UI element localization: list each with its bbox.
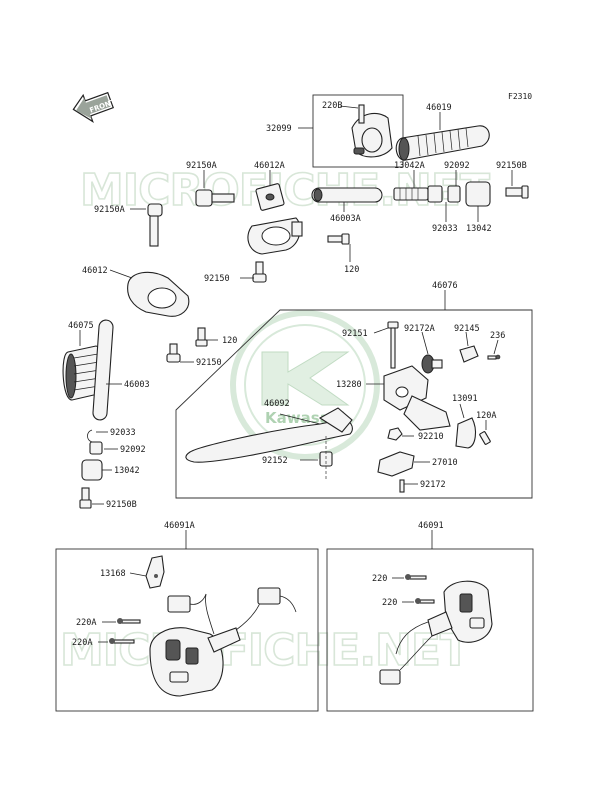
label-220-a: 220 <box>372 574 387 584</box>
bolt-92150A-top <box>195 189 235 207</box>
label-220A-b: 220A <box>72 638 92 648</box>
lever-46092 <box>185 407 353 463</box>
label-92092-left: 92092 <box>120 445 146 455</box>
throttle-pulley-part <box>351 104 393 158</box>
washer-92092-top <box>447 185 461 203</box>
label-120-a: 120 <box>344 265 359 275</box>
label-92150B-left: 92150B <box>106 500 137 510</box>
label-92210: 92210 <box>418 432 444 442</box>
bolt-120-a <box>327 233 350 245</box>
spring-92145 <box>459 345 479 363</box>
bolt-92150A-left <box>147 203 163 247</box>
label-92172: 92172 <box>420 480 446 490</box>
bolt-92150-b <box>166 343 181 363</box>
bolt-92151 <box>387 321 399 369</box>
bracket-13280 <box>383 365 451 431</box>
clutch-lever-group-box <box>175 309 533 499</box>
label-92033-top: 92033 <box>432 224 458 234</box>
bar-46003A <box>311 187 383 203</box>
label-13091: 13091 <box>452 394 478 404</box>
label-46076: 46076 <box>432 281 458 291</box>
screw-220-b <box>415 598 435 604</box>
bolt-92150B-top <box>505 185 529 199</box>
label-92172A: 92172A <box>404 324 435 334</box>
nut-92210 <box>387 427 403 441</box>
label-46012A: 46012A <box>254 161 285 171</box>
label-120A: 120A <box>476 411 496 421</box>
label-32099: 32099 <box>266 124 292 134</box>
bolt-120-b <box>195 327 208 347</box>
screw-92172 <box>399 479 405 493</box>
front-arrow-icon: FRONT <box>72 91 117 123</box>
label-220A-a: 220A <box>76 618 96 628</box>
ring-92033-left <box>87 429 93 443</box>
throttle-grip-part <box>395 125 490 161</box>
label-92150-b: 92150 <box>196 358 222 368</box>
label-46075: 46075 <box>68 321 94 331</box>
weight-13042A <box>393 185 443 203</box>
adjuster-92172A <box>421 354 443 374</box>
bolt-92150-a <box>252 261 267 283</box>
label-92150A-left: 92150A <box>94 205 125 215</box>
left-switch-housing <box>149 587 297 697</box>
label-220B: 220B <box>322 101 342 111</box>
label-46091: 46091 <box>418 521 444 531</box>
watermark-bottom: MICROFICHE.NET <box>60 625 470 676</box>
screw-220-a <box>405 574 427 580</box>
label-92033-left: 92033 <box>110 428 136 438</box>
label-46091A: 46091A <box>164 521 195 531</box>
label-92151: 92151 <box>342 329 368 339</box>
label-13042A: 13042A <box>394 161 425 171</box>
throttle-cable-group-box <box>312 94 404 168</box>
label-92150A-top: 92150A <box>186 161 217 171</box>
clamp-46012 <box>127 271 190 317</box>
kawasaki-logo-watermark: Kawasaki <box>230 310 380 460</box>
label-13042-top: 13042 <box>466 224 492 234</box>
label-46003A: 46003A <box>330 214 361 224</box>
handlebar-46003 <box>92 319 114 421</box>
label-92152: 92152 <box>262 456 288 466</box>
label-92092-top: 92092 <box>444 161 470 171</box>
bolt-120A <box>479 431 491 445</box>
washer-92092-left <box>89 441 103 455</box>
left-switch-group-box <box>55 548 319 712</box>
label-92145: 92145 <box>454 324 480 334</box>
label-46092: 46092 <box>264 399 290 409</box>
screw-220A-b <box>109 638 135 644</box>
label-46003: 46003 <box>124 380 150 390</box>
label-236: 236 <box>490 331 505 341</box>
right-switch-group-box <box>326 548 534 712</box>
clamp-13091 <box>455 417 477 449</box>
bolt-92150B-left <box>79 487 92 509</box>
screw-220A-a <box>117 618 141 624</box>
spacer-46012A <box>255 183 285 211</box>
switch-27010 <box>377 451 415 477</box>
label-13280: 13280 <box>336 380 362 390</box>
weight-13042-top <box>465 181 491 207</box>
label-46019: 46019 <box>426 103 452 113</box>
bracket-13168 <box>145 555 165 589</box>
weight-13042-left <box>81 459 103 481</box>
label-46012: 46012 <box>82 266 108 276</box>
screw-236 <box>487 354 501 360</box>
label-92150-a: 92150 <box>204 274 230 284</box>
label-13168: 13168 <box>100 569 126 579</box>
clamp-46012A-lower <box>247 217 303 255</box>
label-120-b: 120 <box>222 336 237 346</box>
label-27010: 27010 <box>432 458 458 468</box>
label-13042-left: 13042 <box>114 466 140 476</box>
label-92150B-top: 92150B <box>496 161 527 171</box>
label-220-b: 220 <box>382 598 397 608</box>
right-switch-housing <box>379 580 493 685</box>
diagram-code: F2310 <box>508 92 532 101</box>
